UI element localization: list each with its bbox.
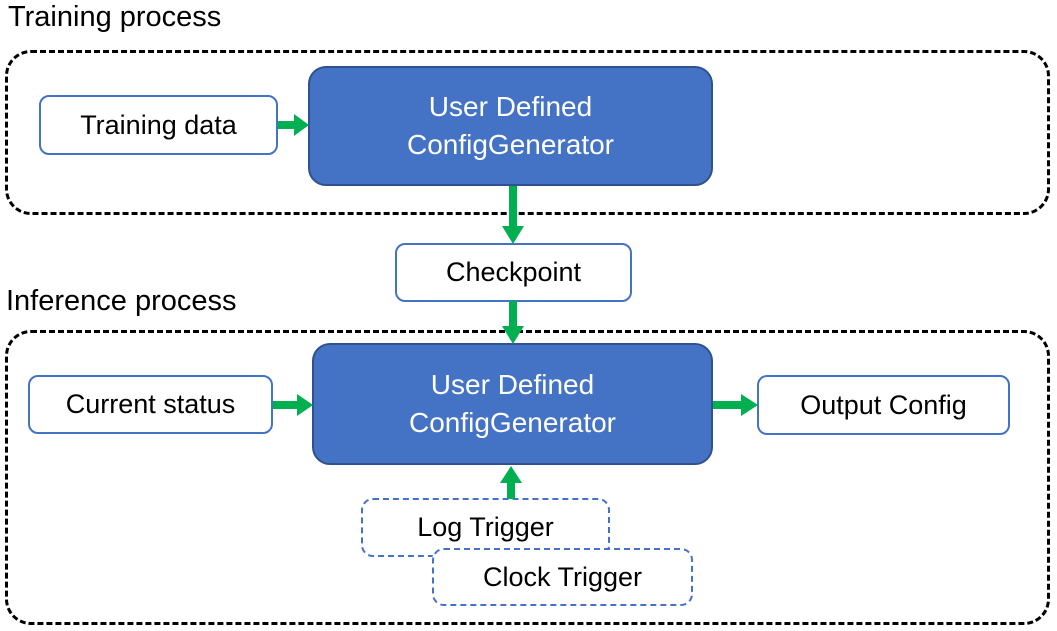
inference-generator-line1: User Defined (430, 369, 595, 401)
clock-trigger-box: Clock Trigger (432, 548, 693, 606)
current-status-box: Current status (28, 375, 273, 434)
inference-process-label: Inference process (6, 285, 237, 317)
training-generator-line2: ConfigGenerator (406, 129, 614, 160)
training-generator-line1: User Defined (428, 91, 593, 123)
training-process-container (5, 50, 1050, 215)
inference-generator-line2: ConfigGenerator (408, 407, 616, 438)
training-data-box: Training data (39, 95, 278, 155)
inference-config-generator-box: User Defined ConfigGenerator (312, 343, 713, 465)
log-trigger-box: Log Trigger (361, 498, 610, 557)
checkpoint-box: Checkpoint (395, 243, 632, 302)
inference-process-container (5, 330, 1050, 625)
output-config-box: Output Config (757, 375, 1010, 435)
training-process-label: Training process (8, 1, 222, 33)
training-config-generator-box: User Defined ConfigGenerator (308, 66, 713, 186)
